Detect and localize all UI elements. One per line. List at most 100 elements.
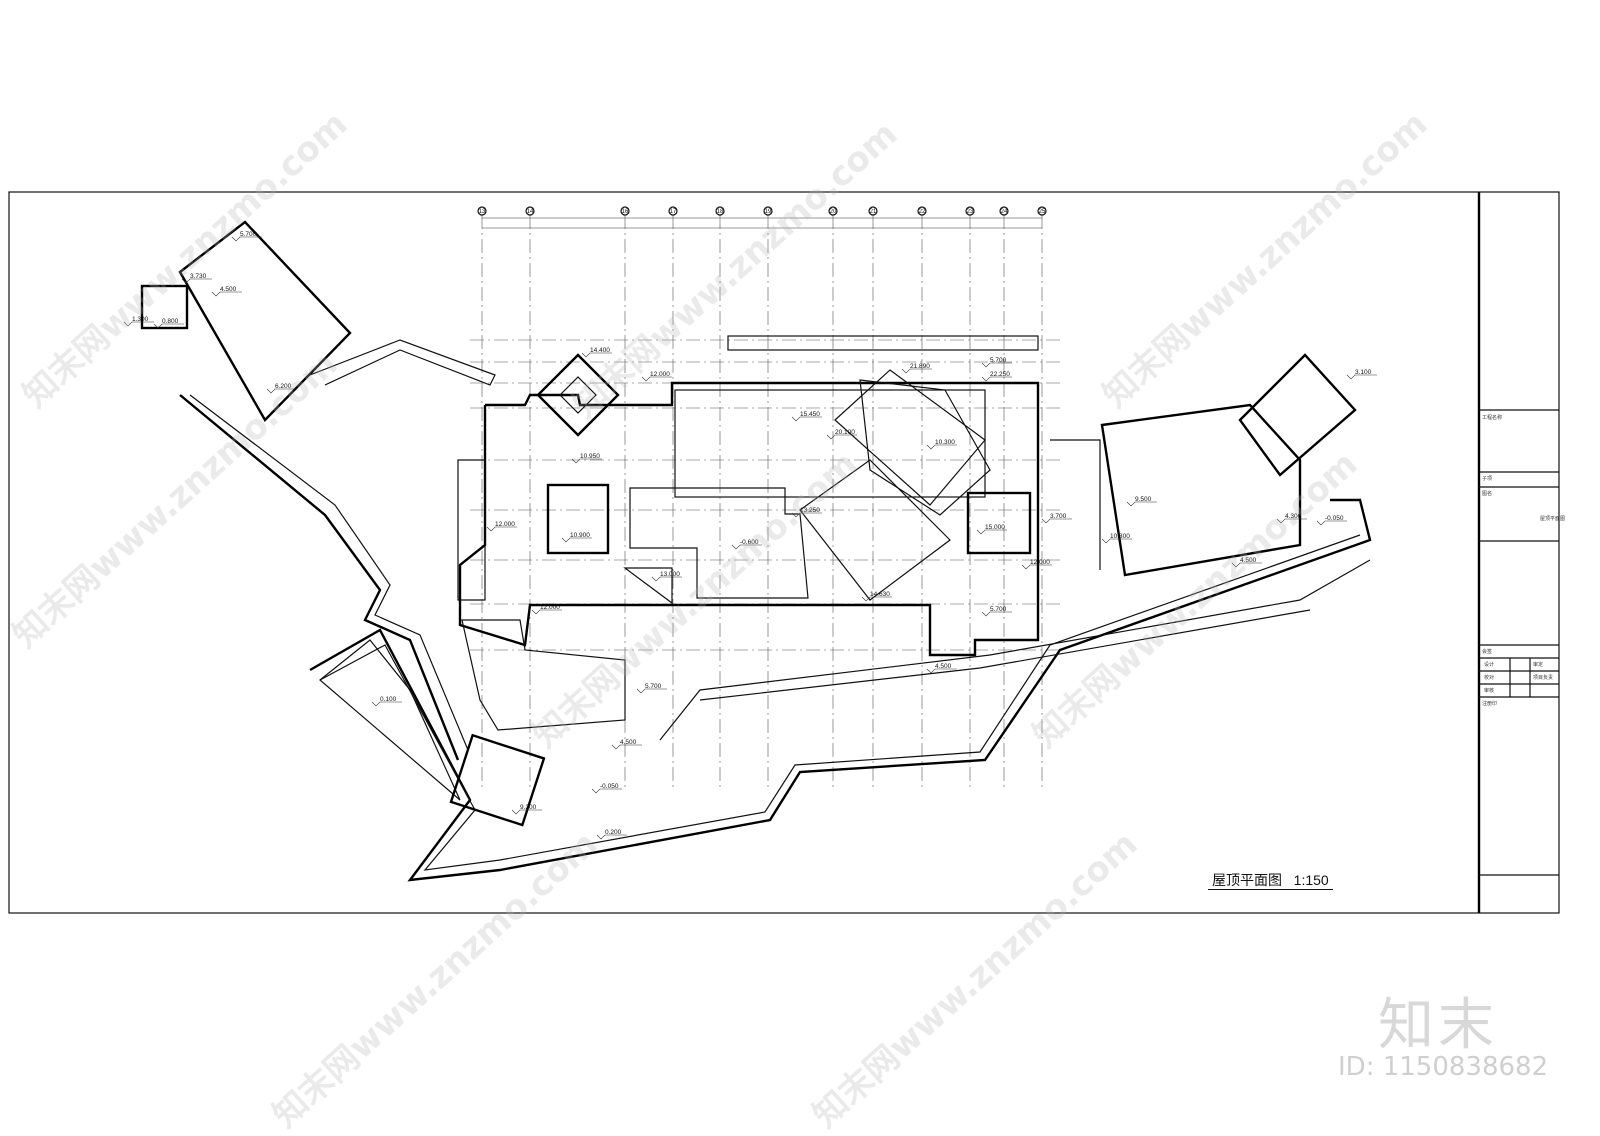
svg-text:13.000: 13.000	[660, 571, 680, 578]
tb-row: 设计	[1484, 662, 1495, 668]
elevation-marker: 20.100	[826, 429, 857, 440]
grid-axis-bubble: 21	[868, 206, 878, 790]
elevation-marker: 5.700	[231, 231, 262, 242]
elevation-marker: 13.250	[791, 507, 822, 518]
elevation-marker: 14.400	[581, 347, 612, 358]
elevation-marker: -0.600	[731, 539, 762, 550]
svg-text:21.890: 21.890	[910, 363, 930, 370]
tb-row: 校对	[1484, 675, 1495, 681]
svg-text:10.900: 10.900	[570, 532, 590, 539]
svg-text:12.000: 12.000	[1030, 559, 1050, 566]
elevation-marker: 9.500	[1126, 496, 1157, 507]
elevation-marker: 4.300	[1276, 513, 1307, 524]
svg-text:0.200: 0.200	[605, 829, 622, 836]
svg-text:3.700: 3.700	[1050, 513, 1067, 520]
elevation-marker: 4.500	[211, 286, 242, 297]
svg-text:17: 17	[670, 209, 677, 215]
svg-text:12.000: 12.000	[650, 371, 670, 378]
svg-text:24: 24	[1001, 209, 1008, 215]
tb-drawing-name: 屋顶平面图	[1540, 516, 1566, 522]
svg-text:1.300: 1.300	[132, 316, 149, 323]
tb-row: 审核	[1484, 688, 1495, 694]
svg-text:5.700: 5.700	[990, 606, 1007, 613]
elevation-marker: 4.500	[611, 739, 642, 750]
svg-text:4.500: 4.500	[620, 739, 637, 746]
central-building	[457, 335, 1040, 731]
svg-text:5.700: 5.700	[240, 231, 257, 238]
svg-text:21: 21	[870, 209, 877, 215]
elevation-marker: 15.000	[976, 524, 1007, 535]
elevation-marker: -0.050	[1316, 515, 1347, 526]
svg-text:-0.050: -0.050	[1325, 515, 1344, 522]
svg-text:10.300: 10.300	[935, 439, 955, 446]
elevation-marker: 13.000	[651, 571, 682, 582]
svg-text:-0.050: -0.050	[600, 783, 619, 790]
svg-text:18: 18	[717, 209, 724, 215]
elevation-marker: 12.000	[531, 604, 562, 615]
grid-axis-bubble: 18	[715, 206, 725, 790]
elevation-marker: 6.200	[266, 383, 297, 394]
grid-axis-bubble: 16	[620, 206, 630, 790]
watermark-logo: 知末	[1378, 993, 1498, 1058]
elevation-marker: 9.300	[511, 804, 542, 815]
bottom-terraces	[309, 498, 1372, 882]
tb-row: 审定	[1533, 662, 1544, 668]
svg-text:3.100: 3.100	[1355, 369, 1372, 376]
elevation-marker: -0.050	[591, 783, 622, 794]
grid-axis-bubble: 22	[917, 206, 927, 790]
tb-drawing-name-label: 图名	[1482, 491, 1493, 497]
elevation-marker: 0.800	[153, 318, 184, 329]
elevation-marker: 3.730	[181, 273, 212, 284]
svg-text:22.250: 22.250	[990, 371, 1010, 378]
svg-text:4.500: 4.500	[935, 663, 952, 670]
svg-text:5.700: 5.700	[990, 357, 1007, 364]
elevation-labels: 14.400 12.000 21.890 5.700 22.250 15.450 20.10…	[123, 231, 1377, 840]
grid-axis-bubble: 24	[999, 206, 1009, 790]
title-underline	[1208, 889, 1333, 890]
svg-text:15.450: 15.450	[800, 411, 820, 418]
svg-text:12.000: 12.000	[540, 604, 560, 611]
svg-text:13.250: 13.250	[800, 507, 820, 514]
elevation-marker: 10.900	[561, 532, 592, 543]
svg-text:5.700: 5.700	[645, 683, 662, 690]
grid-axis-bubble: 20	[828, 206, 838, 790]
drawing-title: 屋顶平面图 1:150	[1212, 870, 1329, 890]
grid-axis-bubble: 19	[763, 206, 773, 790]
title-block-lines	[1479, 409, 1559, 876]
svg-text:25: 25	[1039, 209, 1046, 215]
svg-text:12.000: 12.000	[495, 521, 515, 528]
grid-axis-bubble: 17	[668, 206, 678, 790]
svg-text:13: 13	[479, 209, 486, 215]
elevation-marker: 10.950	[571, 453, 602, 464]
svg-text:3.730: 3.730	[190, 273, 207, 280]
svg-text:20: 20	[830, 209, 837, 215]
svg-text:6.200: 6.200	[275, 383, 292, 390]
svg-text:9.300: 9.300	[520, 804, 537, 811]
svg-text:19: 19	[765, 209, 772, 215]
svg-text:22: 22	[919, 209, 926, 215]
drawing-title-text: 屋顶平面图	[1212, 872, 1282, 888]
elevation-marker: 5.700	[981, 606, 1012, 617]
tb-row: 项目负责	[1533, 675, 1554, 681]
elevation-marker: 22.250	[981, 371, 1012, 382]
drawing-scale: 1:150	[1293, 872, 1329, 888]
grid-axis-bubble: 25	[1037, 206, 1047, 790]
elevation-marker: 4.500	[1231, 557, 1262, 568]
elevation-marker: 5.700	[981, 357, 1012, 368]
grid-axis-bubble: 23	[965, 206, 975, 790]
left-wing	[140, 220, 496, 801]
elevation-marker: 5.700	[636, 683, 667, 694]
elevation-marker: 12.000	[1021, 559, 1052, 570]
tb-countersign: 会签	[1482, 649, 1493, 655]
svg-text:10.950: 10.950	[580, 453, 600, 460]
elevation-marker: 1.300	[123, 316, 154, 327]
svg-text:0.800: 0.800	[162, 318, 179, 325]
svg-text:14.400: 14.400	[590, 347, 610, 354]
elevation-marker: 12.000	[641, 371, 672, 382]
svg-text:10.300: 10.300	[1110, 533, 1130, 540]
svg-text:16: 16	[622, 209, 629, 215]
sheet-border	[8, 191, 1560, 914]
elevation-marker: 15.450	[791, 411, 822, 422]
elevation-marker: 0.100	[371, 696, 402, 707]
